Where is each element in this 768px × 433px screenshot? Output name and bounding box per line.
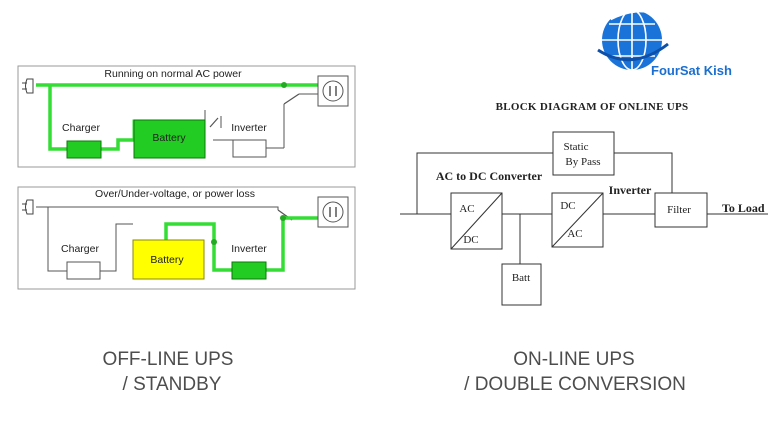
normal-battery-box (133, 119, 206, 159)
plug-icon (22, 78, 34, 94)
offline-caption-line2: / STANDBY (123, 374, 222, 395)
fault-inverter-label: Inverter (231, 243, 267, 255)
inverter-ac-label: AC (567, 228, 582, 240)
outlet-icon (317, 196, 349, 228)
foursat-logo (597, 7, 674, 71)
batt-block (501, 263, 542, 306)
batt-label: Batt (512, 272, 530, 284)
normal-inverter-label: Inverter (231, 122, 267, 134)
online-caption-line1: ON-LINE UPS (513, 349, 634, 370)
offline-caption-line1: OFF-LINE UPS (103, 349, 234, 370)
offline-normal-panel: Running on normal AC power Charger Batte… (17, 65, 356, 168)
normal-battery-label: Battery (152, 132, 186, 144)
bypass-label: By Pass (565, 156, 600, 168)
logo-text: FourSat Kish (651, 63, 732, 78)
online-block-diagram: BLOCK DIAGRAM OF ONLINE UPS Static By Pa… (400, 101, 768, 306)
online-diagram-title: BLOCK DIAGRAM OF ONLINE UPS (496, 101, 689, 113)
outlet-icon (317, 75, 349, 107)
online-caption-line2: / DOUBLE CONVERSION (464, 374, 686, 395)
ac-dc-converter-label: AC to DC Converter (436, 169, 543, 183)
filter-block (654, 192, 708, 228)
static-bypass-block (552, 131, 615, 176)
plug-icon (22, 199, 34, 215)
rectifier-ac-label: AC (459, 203, 474, 215)
inverter-label: Inverter (609, 183, 652, 197)
fault-charger-label: Charger (61, 243, 99, 255)
fault-battery-box (132, 239, 205, 280)
normal-title: Running on normal AC power (104, 68, 242, 80)
normal-charger-label: Charger (62, 122, 100, 134)
static-label: Static (563, 141, 588, 153)
to-load-label: To Load (722, 201, 765, 215)
rectifier-dc-label: DC (463, 234, 478, 246)
inverter-dc-label: DC (560, 200, 575, 212)
offline-fault-panel: Over/Under-voltage, or power loss Charge… (17, 186, 356, 290)
fault-title: Over/Under-voltage, or power loss (95, 188, 255, 200)
filter-label: Filter (667, 204, 691, 216)
fault-battery-label: Battery (150, 254, 184, 266)
